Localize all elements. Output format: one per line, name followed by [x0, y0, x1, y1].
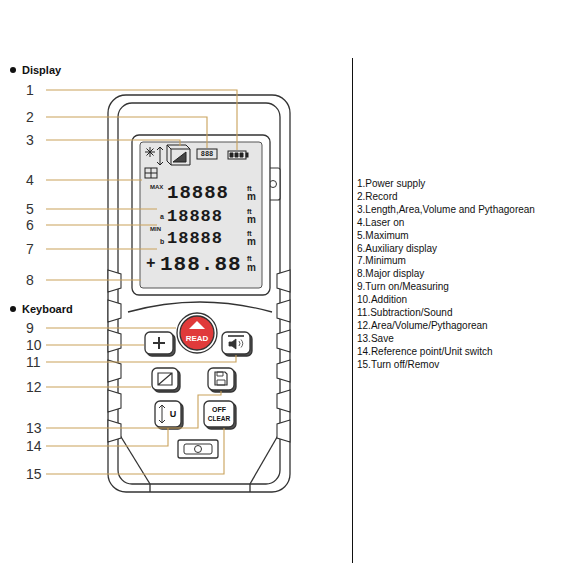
- callout-number: 10: [26, 338, 42, 352]
- lcd-unit: ft: [247, 208, 252, 215]
- callout-number: 15: [26, 467, 42, 481]
- legend-item-text: 15.Turn off/Remov: [357, 360, 439, 370]
- legend-item-text: 14.Reference point/Unit switch: [357, 347, 493, 357]
- lcd-indicator: a: [160, 213, 164, 220]
- record-counter: 888: [201, 151, 214, 158]
- legend-item-text: 4.Laser on: [357, 218, 404, 228]
- callout-number: 14: [26, 439, 42, 453]
- key-label: OFF: [212, 406, 226, 413]
- leader-lines: [46, 90, 237, 474]
- legend-item-text: 6.Auxiliary display: [357, 244, 437, 254]
- bullet-dot: [10, 67, 16, 73]
- callout-number: 1: [26, 83, 34, 97]
- lcd-digits: 18888: [167, 184, 229, 203]
- lcd-unit: m: [247, 215, 256, 225]
- legend-item-text: 2.Record: [357, 192, 398, 202]
- lcd-unit: ft: [247, 185, 252, 192]
- legend-item-text: 12.Area/Volume/Pythagorean: [357, 321, 488, 331]
- legend-item-text: 13.Save: [357, 334, 394, 344]
- callout-number: 3: [26, 133, 34, 147]
- lcd-sign: +: [146, 256, 156, 272]
- callout-number: 6: [26, 218, 34, 232]
- callout-number: 2: [26, 110, 34, 124]
- lcd-digits: 18888: [167, 230, 223, 247]
- lcd-indicator: MIN: [150, 226, 161, 232]
- callout-number: 5: [26, 202, 34, 216]
- key-label: CLEAR: [208, 416, 230, 423]
- lcd-unit: m: [247, 192, 256, 202]
- legend-item-text: 5.Maximum: [357, 231, 409, 241]
- legend-item-text: 9.Turn on/Measuring: [357, 282, 449, 292]
- callout-number: 13: [26, 421, 42, 435]
- bullet-dot: [10, 306, 16, 312]
- section-heading: Keyboard: [22, 304, 73, 315]
- lcd-indicator: MAX: [150, 184, 163, 190]
- lcd-digits: 18888: [167, 208, 223, 225]
- key-label: U: [170, 410, 177, 419]
- legend-item-text: 3.Length,Area,Volume and Pythagorean: [357, 205, 535, 215]
- legend-item-text: 10.Addition: [357, 295, 407, 305]
- lcd-screen: [140, 142, 262, 288]
- callout-number: 7: [26, 242, 34, 256]
- callout-number: 8: [26, 273, 34, 287]
- lcd-digits: 188.88: [160, 254, 242, 275]
- device-body: [108, 95, 290, 492]
- lcd-unit: m: [247, 237, 256, 247]
- section-heading: Display: [22, 65, 61, 76]
- legend-item-text: 7.Minimum: [357, 256, 406, 266]
- callout-number: 9: [26, 321, 34, 335]
- callout-number: 11: [26, 355, 41, 369]
- lcd-bezel: [132, 135, 270, 295]
- lcd-unit: ft: [247, 230, 252, 237]
- grip-ribs: [108, 270, 290, 442]
- callout-number: 4: [26, 173, 34, 187]
- keypad: [145, 313, 252, 458]
- legend-item-text: 11.Subtraction/Sound: [357, 308, 452, 318]
- lcd-unit: m: [247, 263, 256, 273]
- key-label: READ: [186, 335, 209, 343]
- lcd-unit: ft: [247, 255, 252, 262]
- callout-number: 12: [26, 380, 42, 394]
- lcd-icons: [145, 145, 248, 178]
- divider-line: [352, 58, 353, 563]
- legend-item-text: 1.Power supply: [357, 179, 425, 189]
- legend-item-text: 8.Major display: [357, 269, 424, 279]
- lcd-indicator: b: [160, 238, 164, 245]
